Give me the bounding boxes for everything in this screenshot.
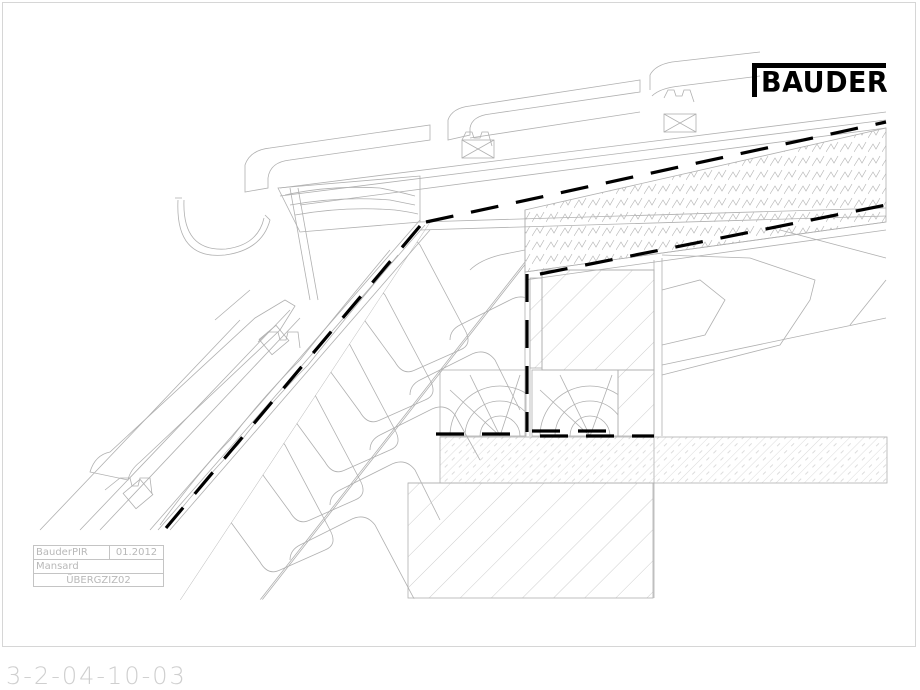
roof-type: Mansard bbox=[36, 561, 79, 572]
masonry-wall bbox=[407, 482, 654, 599]
logo-stem bbox=[752, 63, 757, 97]
roof-tiles-upper bbox=[244, 51, 761, 193]
concrete-slab bbox=[439, 436, 888, 484]
bauder-logo: BAUDER bbox=[752, 63, 889, 100]
timber-grain-right bbox=[661, 229, 887, 376]
eaves-timber bbox=[277, 175, 421, 301]
mansard-insulation bbox=[180, 222, 525, 600]
floor-joists bbox=[439, 369, 655, 437]
logo-bar bbox=[752, 63, 886, 68]
logo-text: BAUDER bbox=[761, 66, 889, 100]
membrane-lines bbox=[164, 120, 887, 530]
drawing-number: 3-2-04-10-03 bbox=[6, 662, 187, 690]
upstand bbox=[524, 210, 663, 598]
title-block-row-code: ÜBERGZIZ02 bbox=[34, 574, 163, 587]
title-block: BauderPIR 01.2012 Mansard ÜBERGZIZ02 bbox=[33, 545, 164, 587]
revision-date: 01.2012 bbox=[115, 547, 158, 558]
mansard-tiles bbox=[39, 289, 301, 531]
title-block-row-product: BauderPIR 01.2012 bbox=[34, 546, 163, 560]
title-block-row-roof: Mansard bbox=[34, 560, 163, 574]
drawing-code: ÜBERGZIZ02 bbox=[66, 575, 131, 586]
product-name: BauderPIR bbox=[34, 546, 110, 559]
gutter bbox=[175, 197, 271, 256]
drawing-frame bbox=[2, 2, 916, 647]
